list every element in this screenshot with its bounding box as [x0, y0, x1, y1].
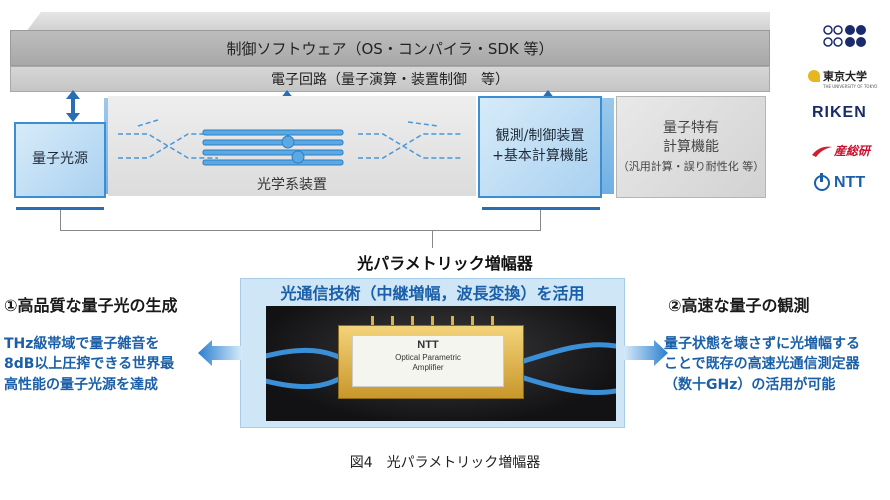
- quantum-function-block: 量子特有 計算機能 （汎用計算・誤り耐性化 等）: [616, 96, 766, 198]
- software-layer-label: 制御ソフトウェア（OS・コンパイラ・SDK 等）: [226, 39, 554, 58]
- connector-line: [60, 210, 61, 230]
- device-name-line2: Amplifier: [412, 362, 444, 372]
- quantum-source-label: 量子光源: [32, 151, 88, 168]
- riken-logo: RIKEN: [812, 104, 867, 121]
- device-name-line1: Optical Parametric: [395, 352, 461, 362]
- left-feature-line: THz級帯域で量子雑音を: [4, 336, 160, 352]
- optical-system-block: 光学系装置: [108, 96, 476, 196]
- arrow-right-icon: [624, 340, 668, 366]
- ntt-logo-text: NTT: [834, 174, 866, 191]
- right-feature-line: 量子状態を壊さずに光増幅する: [664, 336, 860, 352]
- connector-line: [432, 230, 433, 248]
- source-bracket: [16, 207, 104, 210]
- ntt-logo: NTT: [814, 173, 866, 192]
- measurement-label-line2: +基本計算機能: [492, 148, 588, 164]
- tokyo-logo-subtext: THE UNIVERSITY OF TOKYO: [823, 84, 878, 89]
- software-layer: 制御ソフトウェア（OS・コンパイラ・SDK 等）: [10, 30, 770, 66]
- figure-caption: 図4 光パラメトリック増幅器: [349, 455, 541, 471]
- arrow-updown-icon: [66, 90, 80, 122]
- left-feature-line: 高性能の量子光源を達成: [4, 376, 158, 393]
- tokyo-logo-text: 東京大学: [823, 71, 867, 83]
- circuit-layer: 電子回路（量子演算・装置制御 等）: [10, 66, 770, 92]
- right-feature-text: 量子状態を壊さずに光増幅する ことで既存の高速光通信測定器 （数十GHz）の活用…: [664, 334, 860, 395]
- right-feature-heading: ②高速な量子の観測: [668, 296, 810, 315]
- ntt-circle-icon: [814, 173, 830, 191]
- optical-waveguide-diagram: [118, 119, 463, 166]
- measurement-block: 観測/制御装置 +基本計算機能: [478, 96, 602, 198]
- measurement-block-side: [600, 98, 614, 194]
- panel-heading: 光通信技術（中継増幅，波長変換）を活用: [280, 284, 585, 303]
- right-feature-line: ことで既存の高速光通信測定器: [664, 356, 860, 373]
- aist-logo: 産総研: [812, 142, 870, 159]
- software-layer-top-face: [26, 12, 770, 32]
- aist-swoosh-icon: [812, 146, 832, 157]
- right-feature-line: （数十GHz）の活用が可能: [664, 376, 836, 393]
- left-feature-line: 8dB以上圧搾できる世界最: [4, 356, 175, 373]
- optical-system-label: 光学系装置: [257, 177, 327, 193]
- amplifier-title: 光パラメトリック増幅器: [357, 254, 533, 273]
- measurement-label-line1: 観測/制御装置: [495, 128, 585, 145]
- device-brand: NTT: [417, 339, 439, 351]
- tokyo-logo: 東京大学 THE UNIVERSITY OF TOKYO: [808, 68, 888, 89]
- connector-line: [540, 210, 541, 230]
- left-feature-heading: ①高品質な量子光の生成: [4, 296, 178, 315]
- quantum-function-line2: 計算機能: [663, 138, 719, 155]
- circuit-layer-label: 電子回路（量子演算・装置制御 等）: [271, 72, 509, 88]
- quantum-function-line1: 量子特有: [663, 119, 719, 136]
- aist-logo-text: 産総研: [834, 144, 871, 158]
- device-label: NTT Optical Parametric Amplifier: [352, 335, 504, 387]
- connector-line: [60, 230, 541, 231]
- measurement-bracket: [482, 207, 600, 210]
- left-feature-text: THz級帯域で量子雑音を 8dB以上圧搾できる世界最 高性能の量子光源を達成: [4, 334, 174, 395]
- fiber-cables: [266, 316, 616, 396]
- qst-logo-icon: [823, 25, 866, 47]
- ginkgo-icon: [808, 70, 820, 82]
- arrow-left-icon: [198, 340, 242, 366]
- quantum-function-note: （汎用計算・誤り耐性化 等）: [617, 160, 765, 174]
- quantum-source-block: 量子光源: [14, 122, 106, 198]
